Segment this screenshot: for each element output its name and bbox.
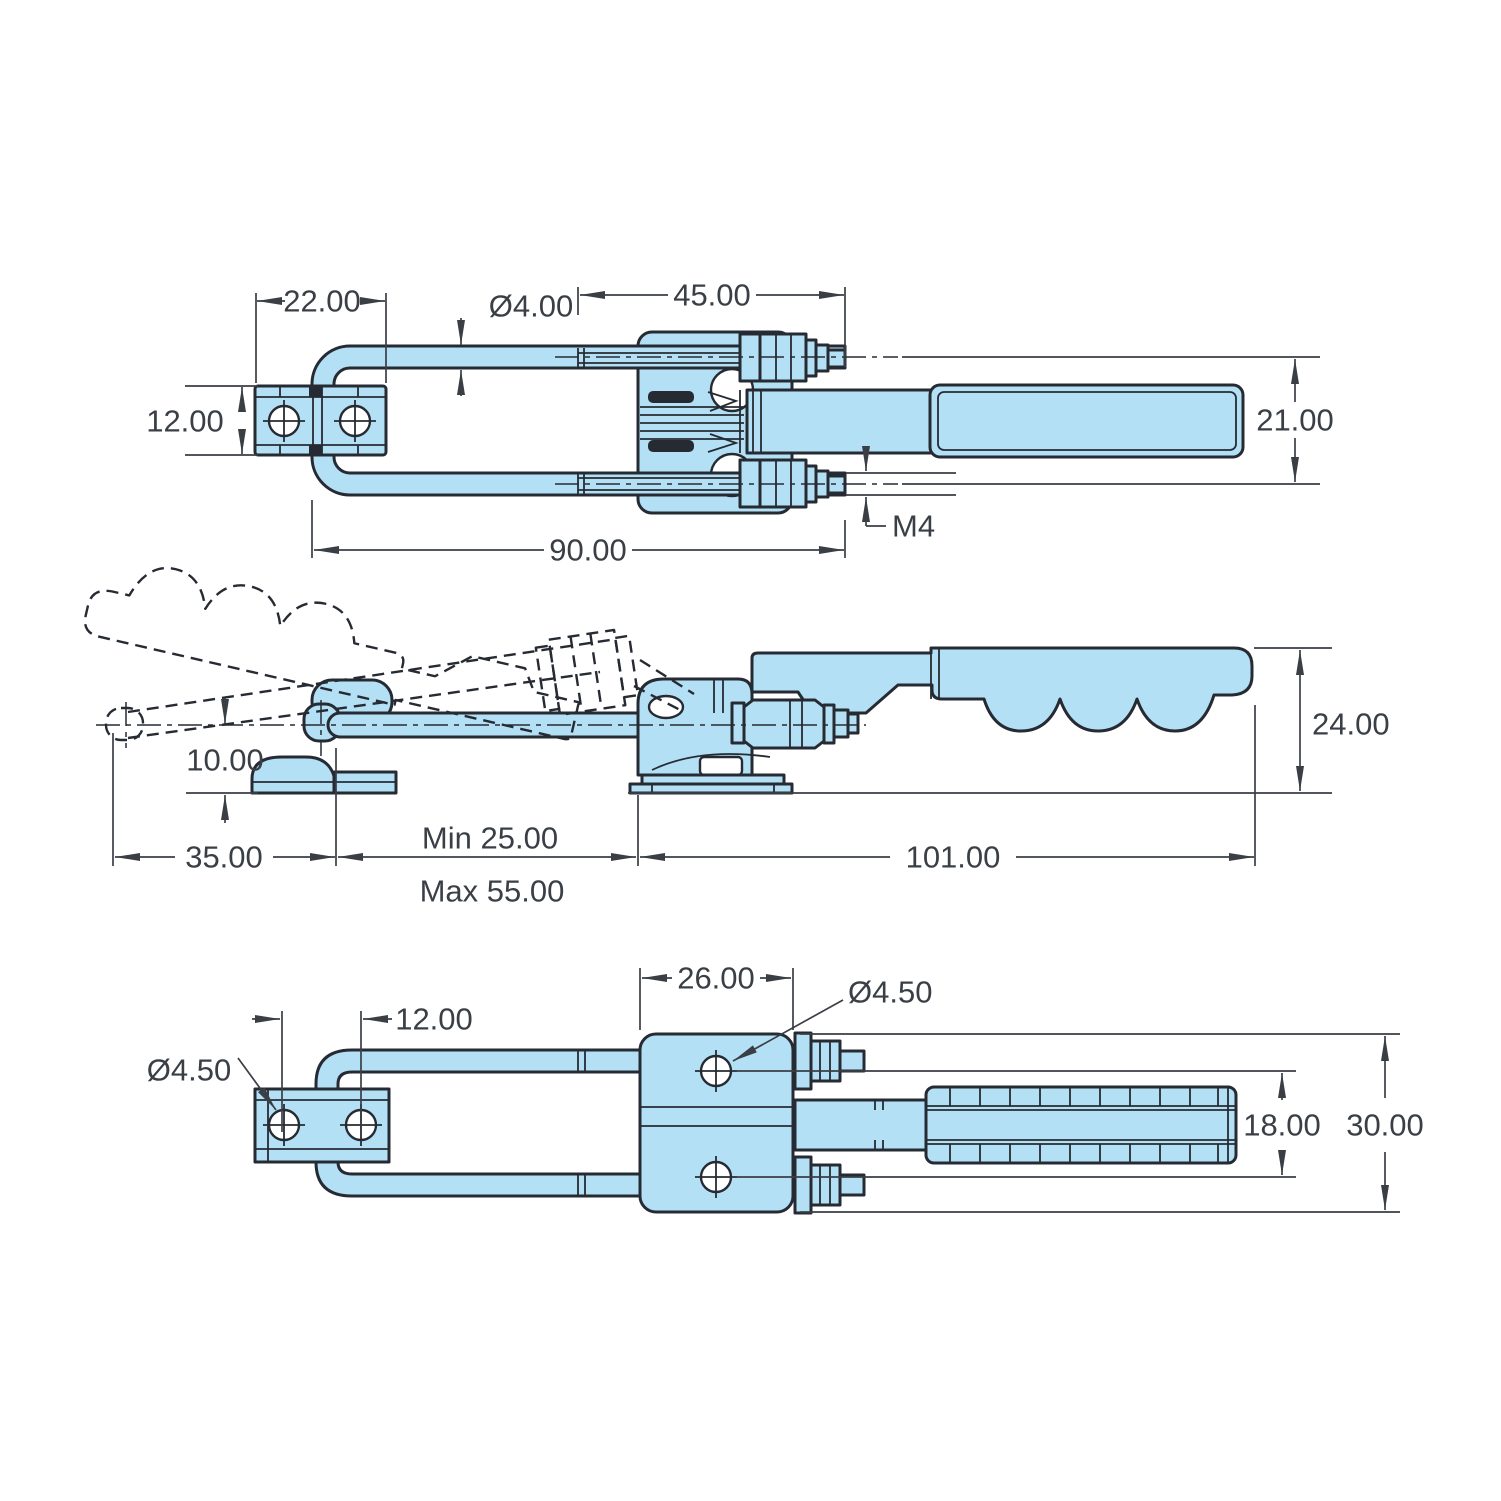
dim-clamp-height: 10.00 xyxy=(186,698,264,823)
dim-bracket-hole-diameter-label: Ø4.50 xyxy=(147,1053,231,1088)
dim-hole-spacing-label: 12.00 xyxy=(395,1002,473,1037)
dim-clamp-height-label: 10.00 xyxy=(186,743,264,778)
side-extension-lines xyxy=(112,647,1332,866)
spindle-nut xyxy=(730,698,860,750)
dim-stud-length: 45.00 xyxy=(311,278,846,558)
mounting-base xyxy=(628,773,794,795)
dim-thread-size: M4 xyxy=(846,446,956,544)
clamp-body-bottom-view xyxy=(638,1032,795,1214)
dim-reach-min-label: Min 25.00 xyxy=(422,821,558,856)
latch-bracket-bottom-view xyxy=(253,1087,391,1164)
dim-bracket-height-label: 12.00 xyxy=(146,404,224,439)
dim-u-bolt-length-label: 90.00 xyxy=(549,533,627,568)
rod-centerlines xyxy=(555,356,898,485)
dim-bracket-hole-diameter: Ø4.50 xyxy=(147,1053,277,1111)
dim-body-length: 101.00 xyxy=(640,840,1254,875)
dim-bracket-height: 12.00 xyxy=(146,385,258,456)
dim-thread-size-label: M4 xyxy=(892,509,935,544)
thread-lines xyxy=(578,352,742,491)
dim-u-bolt-length: 90.00 xyxy=(314,533,844,568)
adjusting-nuts-bottom xyxy=(793,1031,866,1215)
dim-mount-hole-diameter-label: Ø4.50 xyxy=(848,975,932,1010)
dim-overall-height-side-label: 24.00 xyxy=(1312,707,1390,742)
grip-ribs-lower xyxy=(949,1144,1219,1163)
dim-base-width: 26.00 xyxy=(639,961,794,1030)
handle-arm-top-view xyxy=(745,388,937,455)
dim-latch-offset-label: 35.00 xyxy=(185,840,263,875)
u-bolt-leg-upper xyxy=(314,1048,647,1091)
dim-hole-spacing: 12.00 xyxy=(252,1002,473,1132)
latch-foot xyxy=(250,755,398,795)
handle-grip-bottom-view xyxy=(924,1085,1238,1165)
pivot-hole xyxy=(647,694,685,720)
dim-rod-diameter-label: Ø4.00 xyxy=(489,289,573,324)
dim-mount-hole-diameter: Ø4.50 xyxy=(732,975,932,1062)
dim-overall-height-bottom-label: 30.00 xyxy=(1346,1108,1424,1143)
dim-reach: Min 25.00 Max 55.00 xyxy=(338,821,636,909)
bottom-view: 26.00 Ø4.50 12.00 Ø4.50 18.00 30.00 xyxy=(147,961,1424,1215)
dim-body-length-label: 101.00 xyxy=(906,840,1001,875)
grip-ribs-upper xyxy=(949,1087,1219,1106)
dim-rod-diameter: Ø4.00 xyxy=(457,289,573,396)
dim-base-width-label: 26.00 xyxy=(677,961,755,996)
dim-leg-center-distance: 21.00 xyxy=(902,356,1334,485)
dim-reach-max-label: Max 55.00 xyxy=(420,874,565,909)
dim-bracket-width: 22.00 xyxy=(255,284,387,383)
dim-overall-height-side: 24.00 xyxy=(1296,650,1390,791)
dim-latch-offset: 35.00 xyxy=(115,840,335,875)
dim-leg-center-distance-label: 21.00 xyxy=(1256,403,1334,438)
latch-bracket-top-view xyxy=(253,384,388,457)
dim-handle-width: 18.00 xyxy=(737,1070,1321,1178)
top-view: 22.00 Ø4.00 45.00 12.00 21.00 xyxy=(146,278,1334,568)
dim-bracket-width-label: 22.00 xyxy=(283,284,361,319)
handle-open-position xyxy=(80,550,695,747)
dim-stud-length-label: 45.00 xyxy=(673,278,751,313)
dim-handle-width-label: 18.00 xyxy=(1243,1108,1321,1143)
pivot-body xyxy=(636,677,771,777)
handle-grip-top-view xyxy=(928,383,1245,459)
handle-arm-bottom-view xyxy=(793,1098,936,1152)
dim-overall-height-bottom: 30.00 xyxy=(800,1033,1424,1213)
side-view: 10.00 35.00 Min 25.00 Max 55.00 101.00 2… xyxy=(80,550,1390,909)
